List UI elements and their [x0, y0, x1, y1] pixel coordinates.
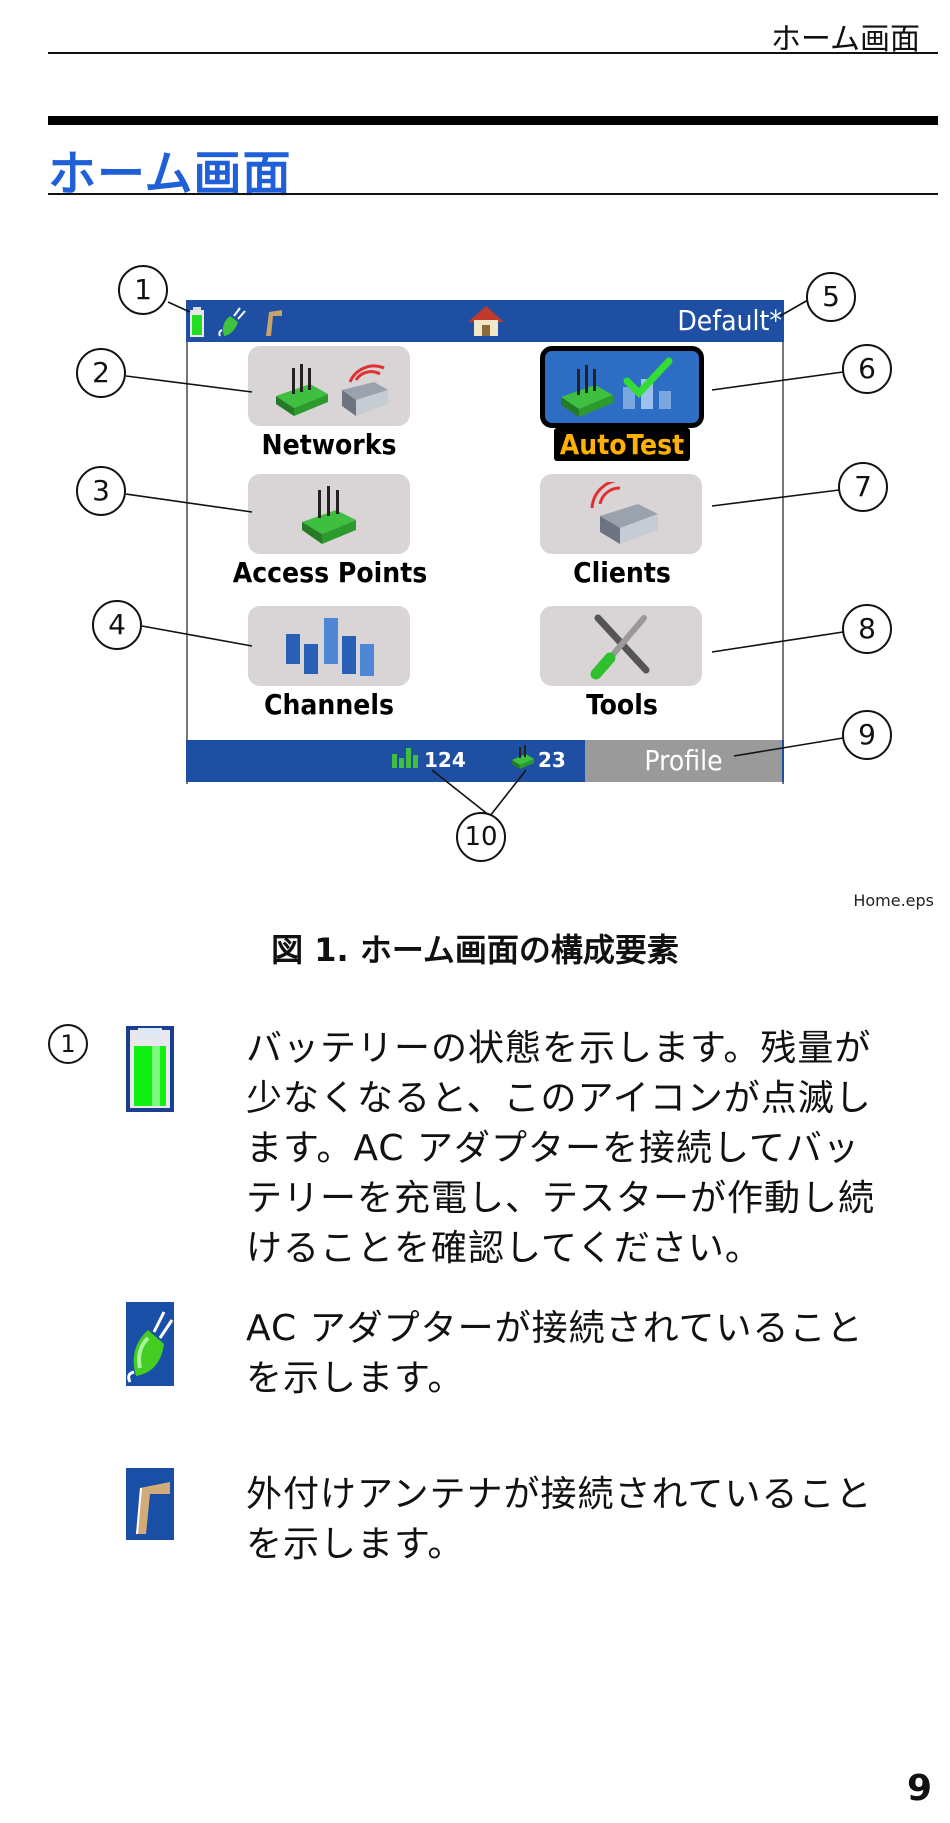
callout-6: 6: [842, 344, 892, 394]
figure-filename: Home.eps: [853, 891, 934, 910]
figure-caption: 図 1. ホーム画面の構成要素: [271, 931, 679, 969]
header-rule: [48, 52, 938, 54]
battery-status-icon: [190, 307, 204, 337]
profile-name: Default*: [677, 304, 782, 337]
channel-count: 124: [424, 748, 466, 772]
ap-count-icon: [512, 745, 534, 769]
access-points-label: Access Points: [232, 556, 428, 589]
clients-label: Clients: [573, 556, 671, 589]
autotest-icon: [561, 357, 673, 417]
page-number: 9: [906, 1768, 932, 1809]
channels-label: Channels: [263, 688, 394, 721]
callout-5: 5: [806, 272, 856, 322]
battery-icon: [126, 1026, 174, 1112]
autotest-tile[interactable]: [540, 346, 704, 428]
title-underline: [48, 193, 938, 195]
antenna-description: 外付けアンテナが接続されていることを示します。: [246, 1474, 873, 1565]
autotest-label-wrap: AutoTest: [540, 428, 704, 461]
access-points-tile[interactable]: [248, 474, 410, 554]
tools-label: Tools: [586, 688, 658, 721]
callout-1: 1: [118, 265, 168, 315]
tools-icon: [590, 614, 650, 680]
running-header: ホーム画面: [770, 22, 920, 57]
networks-icon: [276, 364, 388, 416]
client-laptop-icon: [590, 482, 658, 544]
ac-adapter-description: AC アダプターが接続されていることを示します。: [246, 1308, 864, 1399]
clients-tile[interactable]: [540, 474, 702, 554]
networks-tile[interactable]: [248, 346, 410, 426]
ap-count: 23: [538, 748, 566, 772]
callout-7: 7: [838, 462, 888, 512]
external-antenna-icon: [126, 1468, 174, 1540]
channels-icon: [286, 618, 374, 676]
callout-4: 4: [92, 600, 142, 650]
channel-count-icon: [392, 748, 418, 768]
profile-softkey[interactable]: Profile: [585, 740, 782, 782]
home-icon[interactable]: [466, 304, 506, 338]
battery-description: バッテリーの状態を示します。残量が少なくなると、このアイコンが点滅します。AC …: [246, 1028, 876, 1269]
ac-adapter-status-icon: [218, 307, 246, 337]
tools-tile[interactable]: [540, 606, 702, 686]
callout-10: 10: [456, 812, 506, 862]
antenna-status-icon: [266, 310, 282, 336]
section-rule: [48, 116, 938, 125]
channels-tile[interactable]: [248, 606, 410, 686]
access-point-icon: [302, 486, 356, 544]
ac-adapter-icon: [126, 1302, 174, 1386]
section-title: ホーム画面: [48, 146, 292, 202]
callout-9: 9: [842, 710, 892, 760]
networks-label: Networks: [261, 428, 397, 461]
callout-2: 2: [76, 348, 126, 398]
autotest-label: AutoTest: [553, 428, 691, 461]
callout-3: 3: [76, 466, 126, 516]
description-number: 1: [48, 1024, 88, 1064]
callout-8: 8: [842, 604, 892, 654]
